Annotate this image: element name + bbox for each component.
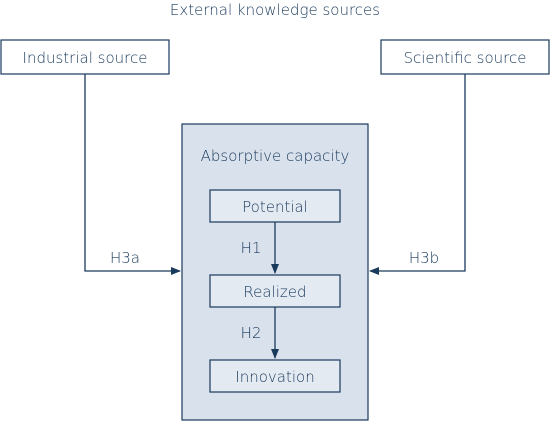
industrial-source-label: Industrial source: [23, 49, 148, 67]
h2-label: H2: [241, 324, 262, 342]
industrial-to-capacity-arrow: [84, 74, 181, 275]
diagram-title: External knowledge sources: [170, 1, 380, 19]
innovation-label: Innovation: [235, 368, 314, 386]
innovation-box: [209, 359, 341, 393]
h3a-label: H3a: [110, 249, 140, 267]
absorptive-capacity-title: Absorptive capacity: [201, 147, 350, 165]
h3b-label: H3b: [409, 249, 439, 267]
realized-label: Realized: [243, 283, 306, 301]
potential-label: Potential: [242, 198, 308, 216]
scientific-to-capacity-arrow: [369, 74, 466, 275]
industrial-source-box: [0, 39, 170, 75]
scientific-source-label: Scientific source: [404, 49, 527, 67]
h1-label: H1: [241, 239, 262, 257]
potential-box: [209, 189, 341, 223]
scientific-source-box: [380, 39, 550, 75]
